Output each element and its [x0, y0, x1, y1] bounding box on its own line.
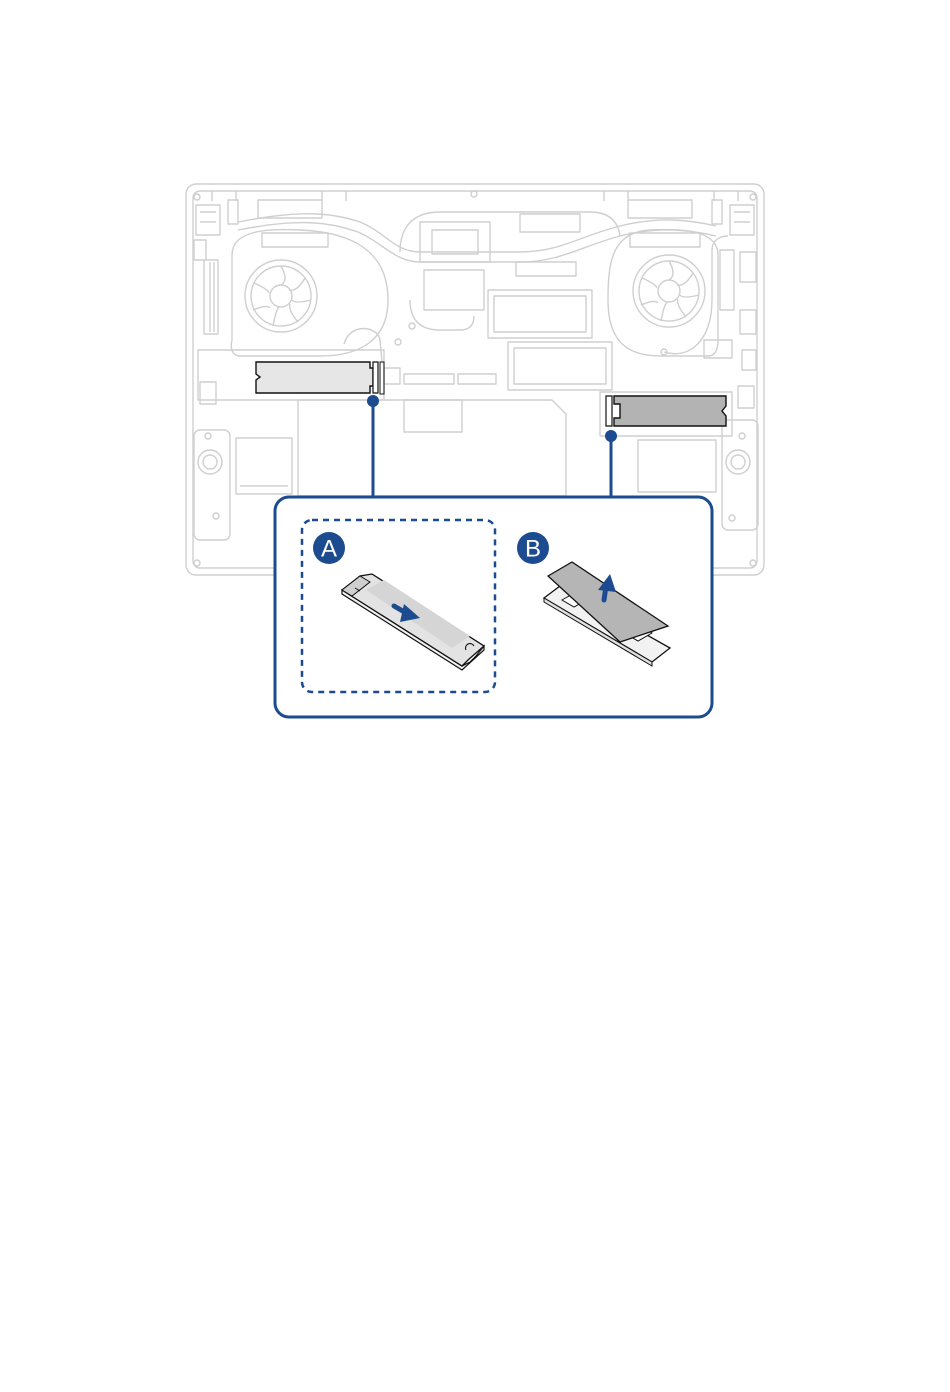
ssd-slot-right — [606, 396, 612, 426]
fan-icon — [633, 255, 705, 327]
ssd-connector-left — [373, 362, 378, 393]
ssd-module-left — [256, 362, 384, 394]
hinge-right — [712, 200, 754, 235]
callout-badge-b: B — [517, 532, 549, 564]
leader-dot-right — [605, 430, 617, 442]
ssd-board-left — [256, 362, 373, 393]
fin-stack-left — [204, 260, 218, 334]
callout-label-b: B — [525, 536, 541, 563]
processor-bracket — [410, 222, 490, 330]
callout-badge-a: A — [313, 532, 345, 564]
battery-outline — [298, 400, 566, 496]
ssd-board-right — [614, 396, 726, 426]
memory-module-lower — [508, 342, 612, 390]
hinge-left — [196, 200, 238, 235]
callout-leaders — [373, 402, 611, 497]
ssd-module-right — [606, 396, 726, 426]
fan-housing-left — [231, 230, 388, 356]
antenna-cable-left — [344, 329, 382, 363]
callout-panel — [275, 497, 712, 717]
speaker-icon — [194, 430, 230, 540]
top-component — [516, 214, 580, 276]
battery-cable — [236, 438, 292, 494]
fan-icon — [245, 260, 317, 332]
callout-label-a: A — [321, 536, 337, 563]
heat-pipe-lower — [238, 223, 716, 262]
fan-housing-right — [608, 230, 718, 356]
heat-pipe-third — [400, 212, 620, 252]
leader-dot-left — [367, 395, 379, 407]
fin-stack-right — [720, 250, 734, 310]
memory-module-upper — [488, 290, 592, 338]
battery-side-block — [638, 440, 716, 492]
fin-stack-top-right — [628, 200, 700, 247]
